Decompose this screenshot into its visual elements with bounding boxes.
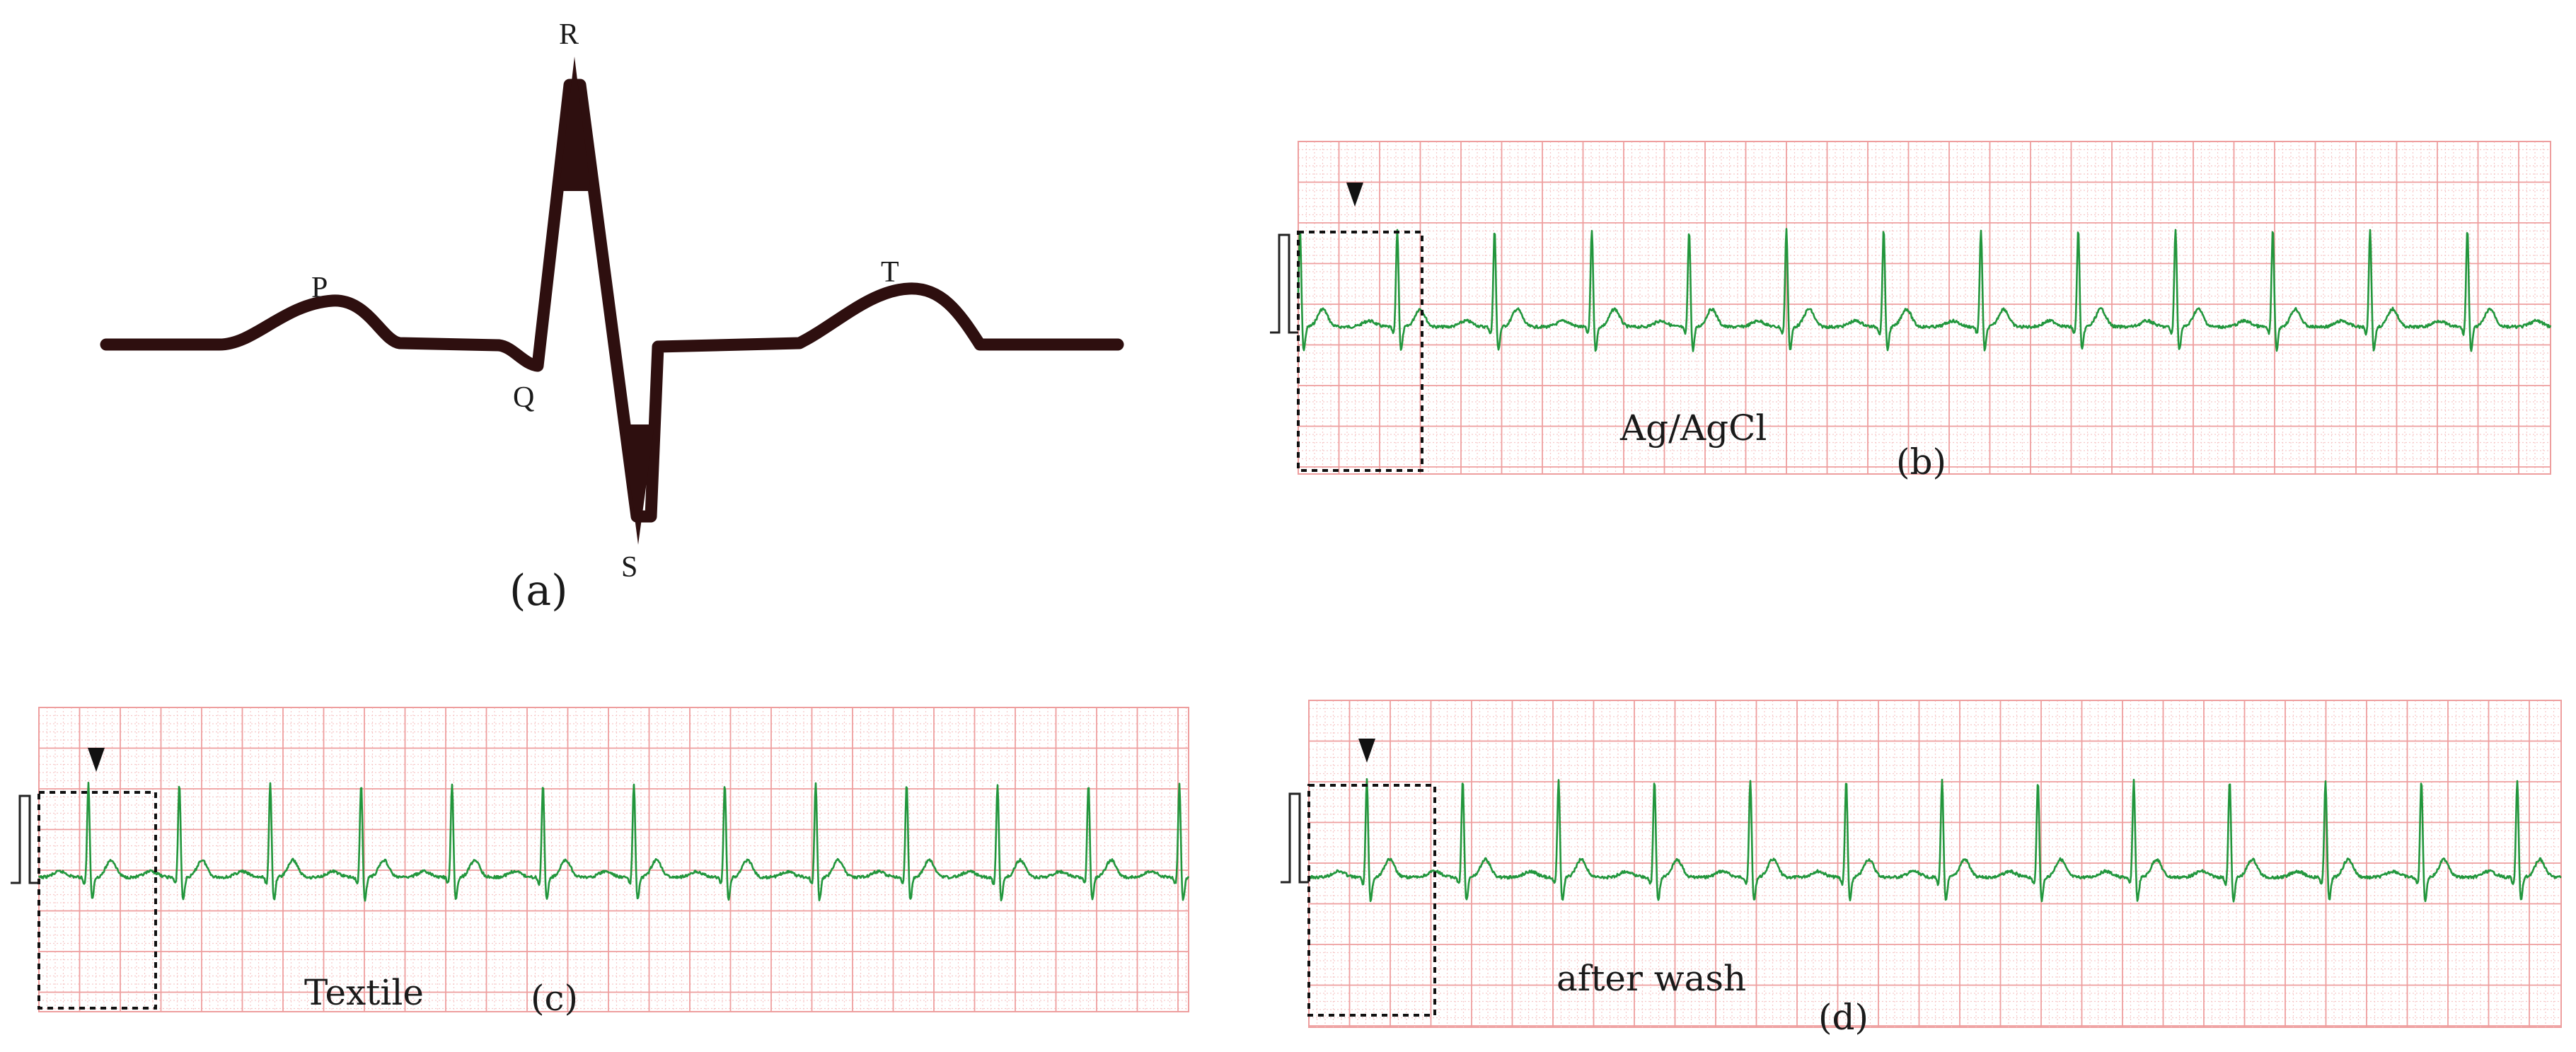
- calibration-pulse-icon: [1281, 792, 1309, 884]
- beat-selection-box: [1307, 784, 1436, 1017]
- down-triangle-icon: [1358, 739, 1375, 763]
- ecg-trace: [37, 782, 1190, 902]
- panel-c-caption: (c): [531, 978, 578, 1019]
- panel-d-ecg: after wash (d): [1281, 700, 2562, 1038]
- panel-c-ecg: Textile (c): [11, 707, 1190, 1019]
- panel-a-pqrst-schematic: P Q R S T (a): [100, 18, 1124, 615]
- electrode-label-b: Ag/AgCl: [1619, 407, 1767, 449]
- wave-label-t: T: [881, 256, 899, 289]
- beat-selection-box: [1297, 231, 1423, 472]
- electrode-label-c: Textile: [304, 972, 424, 1013]
- beat-selection-box: [37, 791, 157, 1010]
- ecg-trace: [1297, 228, 2552, 352]
- panel-d-caption: (d): [1818, 997, 1869, 1038]
- down-triangle-icon: [1346, 183, 1363, 207]
- ecg-grid: [1308, 700, 2562, 1028]
- calibration-pulse-icon: [1270, 233, 1298, 334]
- ecg-grid: [1298, 141, 2551, 475]
- r-peak-fill: [559, 57, 591, 191]
- wave-label-s: S: [621, 551, 637, 584]
- wave-label-r: R: [559, 18, 579, 51]
- ecg-trace: [1308, 778, 2562, 903]
- panel-b-caption: (b): [1896, 441, 1946, 482]
- wave-label-p: P: [311, 272, 328, 304]
- down-triangle-icon: [88, 748, 105, 772]
- wave-label-q: Q: [513, 381, 534, 414]
- electrode-label-d: after wash: [1556, 958, 1746, 999]
- panel-b-ecg: Ag/AgCl (b): [1270, 141, 2552, 482]
- pqrst-waveform: [100, 79, 1124, 523]
- ecg-grid: [38, 707, 1189, 1012]
- panel-a-caption: (a): [509, 566, 568, 615]
- calibration-pulse-icon: [11, 794, 39, 884]
- s-trough-fill: [623, 424, 654, 545]
